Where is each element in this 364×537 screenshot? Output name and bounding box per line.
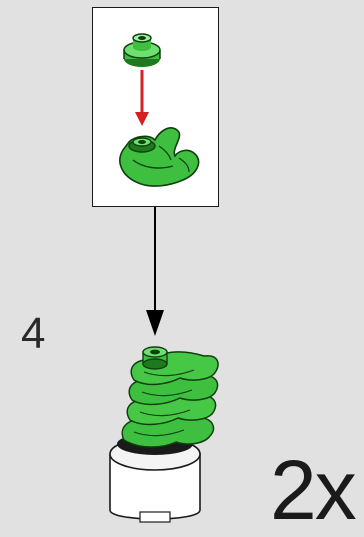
round-plate-icon [123, 33, 161, 67]
stacked-leaves-icon [121, 346, 219, 448]
sub-assembly-callout [92, 7, 219, 207]
step-number: 4 [21, 309, 46, 358]
callout-illustration [119, 33, 200, 187]
quantity-label: 2x [270, 443, 357, 537]
down-arrow-icon [146, 310, 164, 336]
red-down-arrow-icon [135, 70, 149, 126]
leaf-part-icon [119, 127, 200, 187]
